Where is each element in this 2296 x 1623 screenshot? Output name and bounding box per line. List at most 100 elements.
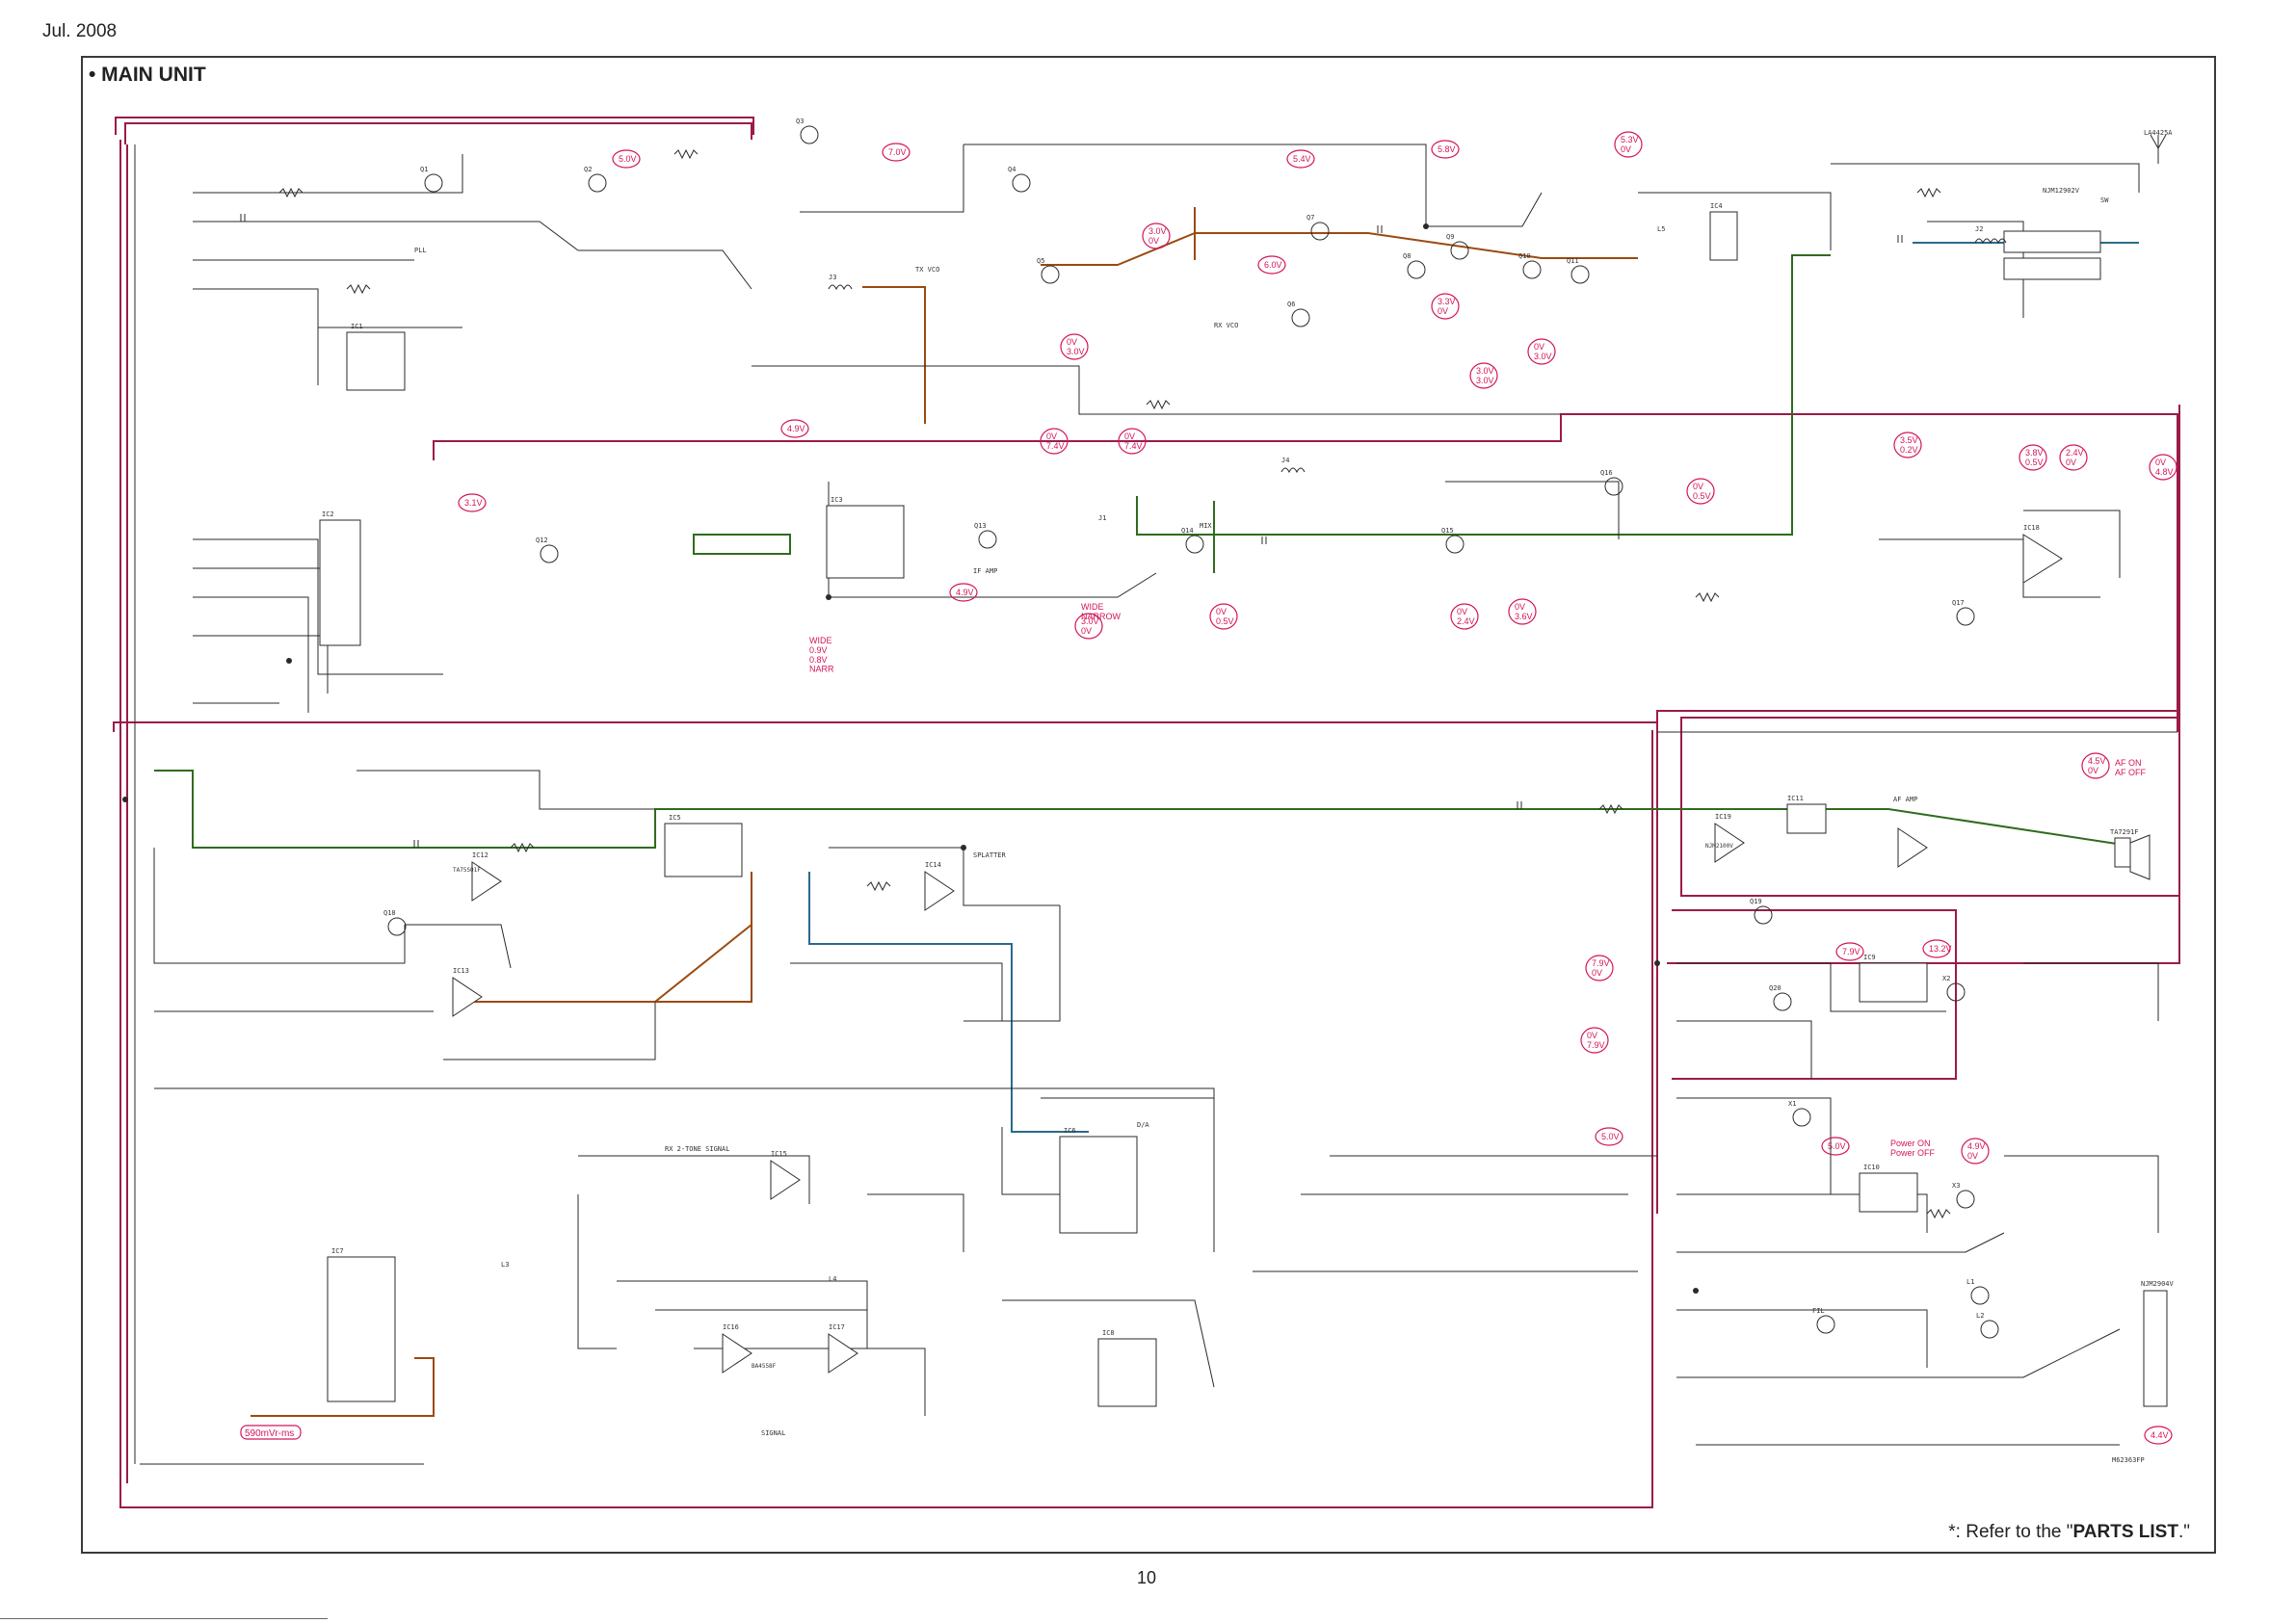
bus-line-power (1672, 909, 1957, 1080)
transistor-symbol (978, 530, 997, 549)
signal-labels: PLL TX VCO RX VCO IF AMP AF AMP MIX SPLA… (414, 247, 1917, 1437)
component-label: Q9 (1446, 233, 1454, 241)
component-label: Q12 (536, 537, 548, 544)
wire-segment (1676, 1020, 1812, 1079)
voltage-marker (1040, 428, 1069, 455)
transistor-symbol (1946, 982, 1966, 1002)
component-label: IC12 (472, 851, 488, 859)
voltage-marker (1450, 603, 1479, 630)
wire-segment (1676, 1232, 2005, 1253)
resistor-symbol (346, 283, 371, 295)
component-label: Q10 (1518, 252, 1531, 260)
resistor-symbol (1695, 591, 1720, 603)
voltage-value: 13.2V (1929, 944, 1952, 954)
wire-segment (154, 1087, 1215, 1252)
voltage-marker-box (240, 1425, 302, 1440)
signal-label: MIX (1200, 522, 1212, 530)
transistor-symbol (1980, 1320, 1999, 1339)
header-date: Jul. 2008 (42, 21, 118, 41)
transistor-symbol (1773, 992, 1792, 1011)
component-label: IC16 (723, 1323, 739, 1331)
component-label: IC4 (1710, 202, 1723, 210)
resistor-symbol (510, 842, 535, 853)
wire-segment (193, 288, 319, 385)
component-label: IC1 (351, 323, 363, 330)
speaker-jack-symbol (2129, 834, 2151, 880)
transistor-symbol (1970, 1286, 1990, 1305)
wire-segment (193, 538, 443, 675)
opamp-symbol (471, 861, 502, 902)
voltage-value: 5.0V (1601, 1132, 1620, 1141)
ic-mcu-connector (327, 1256, 396, 1402)
transistor-symbol (1445, 535, 1465, 554)
capacitor-symbol (1897, 235, 1903, 243)
wire-segment (2023, 510, 2121, 578)
wire-segment (193, 221, 579, 251)
wire-segment (578, 249, 752, 290)
inductor-symbol (1280, 467, 1306, 474)
voltage-value: 4.9V (956, 588, 974, 597)
passive-components (240, 134, 2167, 1219)
wire-segment (1927, 221, 2024, 318)
component-label: Q1 (420, 166, 428, 173)
voltage-value: 5.8V (1438, 144, 1456, 154)
wire-segment (193, 567, 329, 694)
component-label: IC19 (1715, 813, 1731, 821)
signal-label: AF AMP (1893, 796, 1917, 803)
component-label: FIL (1812, 1307, 1825, 1315)
rf-lines (154, 207, 2139, 1417)
voltage-value: 4.9V (787, 424, 805, 433)
resistor-symbol (866, 880, 891, 892)
component-label: X2 (1942, 975, 1950, 982)
wire-segment (443, 1002, 656, 1060)
voltage-marker (612, 149, 641, 169)
capacitor-symbol (1261, 537, 1267, 544)
rf-line-tx (862, 286, 926, 424)
resistor-symbol (1926, 1208, 1951, 1219)
voltage-marker (1585, 955, 1614, 982)
ic-logic (1097, 1338, 1157, 1407)
voltage-value: 4.4V (2151, 1430, 2169, 1440)
transistor-symbol (1185, 535, 1204, 554)
ic-ctcss (664, 823, 743, 877)
wire-segment (1002, 1299, 1215, 1388)
transistor-symbol (1310, 222, 1330, 241)
opamp-symbol (828, 1333, 858, 1374)
wire-segment (1676, 1309, 1928, 1368)
rf-line-out (251, 1357, 435, 1417)
transistor-symbol (1407, 260, 1426, 279)
page-number: 10 (1137, 1568, 1157, 1587)
component-label: Q13 (974, 522, 987, 530)
component-label: NJM12902V (2043, 187, 2080, 195)
component-label: Q14 (1181, 527, 1194, 535)
resistor-symbol (1146, 399, 1171, 410)
wire-segment (2004, 1155, 2159, 1233)
transistor-symbol (1041, 265, 1060, 284)
signal-label: PLL (414, 247, 427, 254)
component-label: NJM2904V (2141, 1280, 2175, 1288)
opamps (452, 534, 2063, 1374)
voltage-value: 7.9V (1842, 947, 1861, 956)
voltage-value: 3.1V (464, 498, 483, 508)
bus-line-top-2 (115, 117, 754, 135)
voltage-marker (1431, 293, 1460, 320)
resistor-symbol (1916, 187, 1941, 198)
component-label: Q3 (796, 118, 804, 125)
wire-segment (963, 572, 1157, 598)
voltage-annotations (240, 131, 2177, 1445)
footnote-prefix: *: Refer to the " (1948, 1522, 2073, 1542)
signal-label: TX VCO (915, 266, 939, 274)
component-label: TA7291F (2110, 828, 2139, 836)
bus-line-right (1667, 405, 2180, 964)
transistor-symbol (1604, 477, 1623, 496)
rf-line-af (154, 770, 2130, 849)
component-label: IC11 (1787, 795, 1804, 802)
opamp-symbol (722, 1333, 752, 1374)
